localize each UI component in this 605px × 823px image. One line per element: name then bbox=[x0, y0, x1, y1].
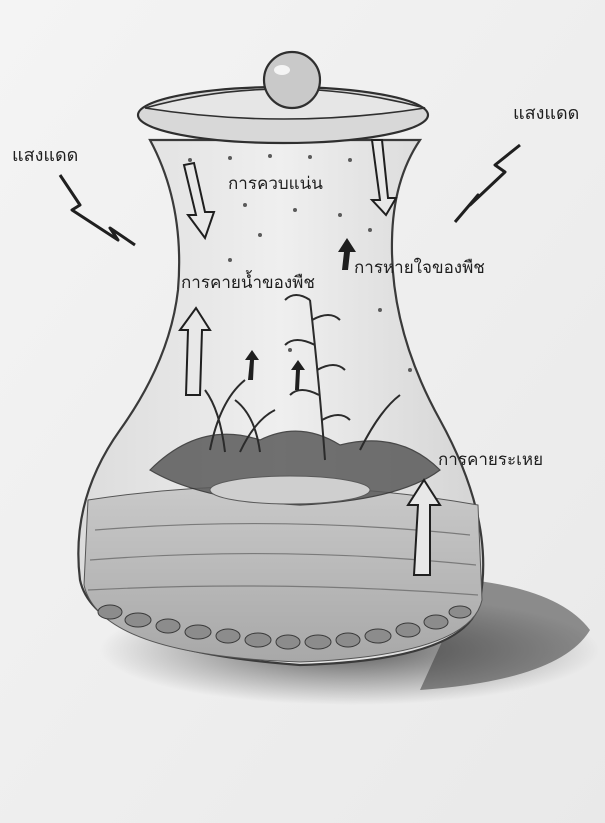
clearing bbox=[210, 476, 370, 504]
transpiration-label: การคายน้ำของพืช bbox=[181, 275, 315, 292]
lid-knob bbox=[264, 52, 320, 108]
respiration-label: การหายใจของพืช bbox=[354, 260, 485, 277]
evaporation-label: การคายระเหย bbox=[438, 452, 543, 469]
condensation-label: การควบแน่น bbox=[228, 176, 323, 193]
sunlight-label-left: แสงแดด bbox=[12, 147, 78, 165]
sunlight-label-right: แสงแดด bbox=[513, 105, 579, 123]
lid-knob-highlight bbox=[274, 65, 290, 75]
